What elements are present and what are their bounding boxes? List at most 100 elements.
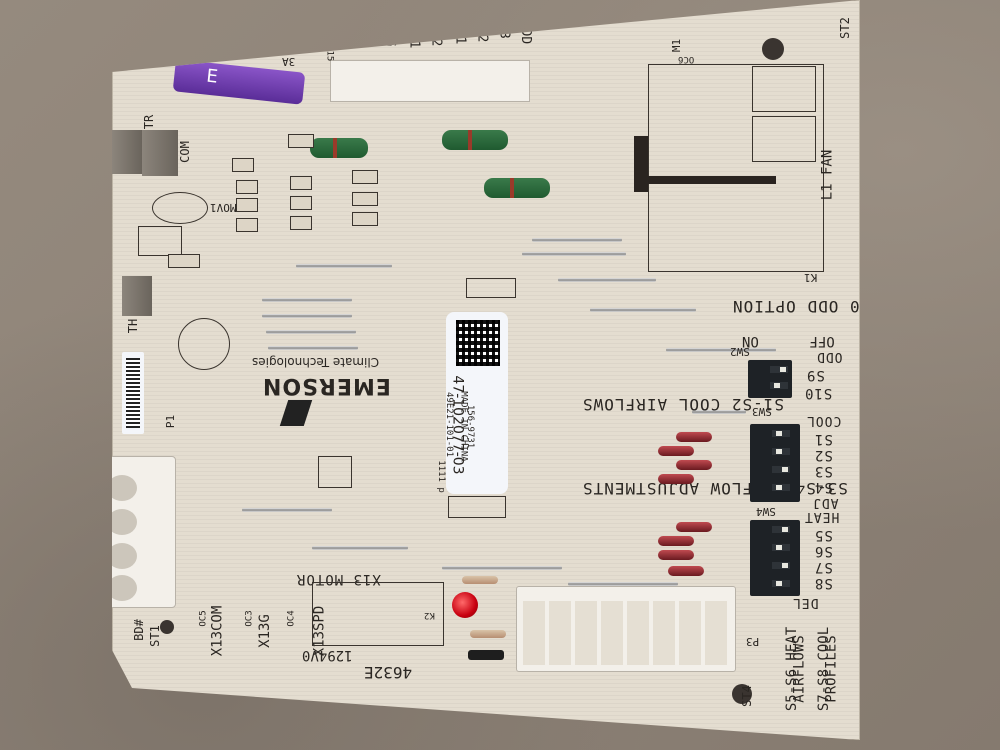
com-label: COM xyxy=(177,141,192,163)
mounting-hole xyxy=(762,38,784,60)
terminal-label-y1: Y1 xyxy=(452,28,468,45)
diode-cr3 xyxy=(168,254,200,268)
com-spade-terminal[interactable] xyxy=(142,130,178,176)
jumper-w18 xyxy=(296,264,392,268)
oc3-label: OC3 xyxy=(244,610,255,627)
resistor-r6 xyxy=(290,176,312,190)
heat-cool-profiles-title: S5-S6 HEAT AIRFLOWS S7-S8 COOL PROFILES xyxy=(784,626,840,712)
diode-cr12 xyxy=(468,650,504,660)
relay-k1-pad-lower xyxy=(752,116,816,162)
jumper-w13 xyxy=(266,330,356,334)
resistor-r5 xyxy=(310,138,368,158)
jumper-w1 xyxy=(242,508,332,512)
terminal-label-r: R xyxy=(338,38,354,47)
s5-label: S5 xyxy=(814,527,833,543)
dip-switch-heat[interactable] xyxy=(750,520,800,596)
diode-cr1 xyxy=(352,192,378,206)
relay-k1-outline xyxy=(648,64,824,272)
relay-k1-pad-upper xyxy=(752,66,816,112)
s6-label: S6 xyxy=(814,543,833,559)
resistor-r7 xyxy=(236,180,258,194)
terminal-label-y2: Y2 xyxy=(474,26,490,43)
del-label: DEL xyxy=(792,595,819,610)
l1-fan-label: L1 FAN xyxy=(819,149,836,201)
motor-power-connector[interactable] xyxy=(112,456,176,608)
dip-toggle-s1[interactable] xyxy=(772,430,790,437)
jumper-w11 xyxy=(532,238,622,242)
k2-label: K2 xyxy=(424,610,435,620)
resistor-r2 xyxy=(290,196,312,210)
heat-side-label: HEAT xyxy=(804,509,840,524)
mounting-hole xyxy=(732,684,752,704)
circuit-board: E 3A OC15 R C G W1 W2 Y1 Y2 B ODD TR COM… xyxy=(112,0,860,740)
dip-toggle-s8[interactable] xyxy=(772,580,790,587)
s1-label: S1 xyxy=(814,431,833,447)
resistor-r22 xyxy=(236,218,258,232)
s9-label: S9 xyxy=(806,367,825,383)
barcode xyxy=(126,358,140,428)
mounting-hole xyxy=(160,620,174,634)
jumper-w5 xyxy=(442,566,562,570)
pcb-code-label: 4632E xyxy=(364,663,413,682)
dip-switch-sw2[interactable] xyxy=(748,360,792,398)
dip-toggle-s2[interactable] xyxy=(772,448,790,455)
mov1-label: MOV1 xyxy=(210,201,237,214)
jumper-w8 xyxy=(522,252,626,256)
jumper-w17 xyxy=(568,582,678,586)
dip-toggle-s3[interactable] xyxy=(772,466,790,473)
s8-label: S8 xyxy=(814,575,833,591)
resistor-r24 xyxy=(484,178,550,198)
airflow-adjustments-title: S3-S4 AIRFLOW ADJUSTMENTS xyxy=(582,479,848,498)
capacitor-c2-outline xyxy=(178,318,230,370)
jumper-w9 xyxy=(262,314,352,318)
s10-label: S10 xyxy=(804,385,833,401)
dip-switch-sw4[interactable] xyxy=(750,424,800,502)
p5-connector xyxy=(448,496,506,518)
dip-toggle-s9[interactable] xyxy=(770,366,788,373)
terminal-label-w1: W1 xyxy=(406,32,422,49)
th-spade-terminal[interactable] xyxy=(122,276,152,316)
tr-spade-terminal[interactable] xyxy=(112,130,142,174)
terminal-label-b: B xyxy=(496,30,512,39)
dip-toggle-s7[interactable] xyxy=(772,562,790,569)
qr-code xyxy=(456,320,500,366)
main-16-pin-connector[interactable] xyxy=(516,586,736,672)
oc6-label: OC6 xyxy=(678,54,695,64)
dip-toggle-s4[interactable] xyxy=(772,484,790,491)
jumper-w3 xyxy=(312,546,408,550)
diode-cr20 xyxy=(668,566,704,576)
terminal-label-odd: ODD xyxy=(518,20,534,45)
x13g-label: X13G xyxy=(256,614,273,648)
jumper-w7 xyxy=(666,348,776,352)
dip-toggle-s6[interactable] xyxy=(772,544,790,551)
pushbutton-sw1[interactable] xyxy=(318,456,352,488)
x13com-label: X13COM xyxy=(209,605,226,657)
jumper-w12 xyxy=(268,346,358,350)
revision-label: 1294V0 xyxy=(302,647,353,663)
diode-cr13 xyxy=(676,432,712,442)
resistor-r3 xyxy=(236,198,258,212)
dip-toggle-s5[interactable] xyxy=(772,526,790,533)
capacitor-c1-outline xyxy=(138,226,182,256)
st1-label: ST1 xyxy=(147,625,162,647)
side-barcode-label xyxy=(122,352,144,434)
board-code: 49E21-101-01 xyxy=(444,391,455,458)
diode-cr15 xyxy=(676,460,712,470)
resistor-r21 xyxy=(290,216,312,230)
diode-cr9 xyxy=(352,212,378,226)
diode-cr14 xyxy=(658,446,694,456)
jumper-w10 xyxy=(262,298,352,302)
sw2-designator: SW2 xyxy=(730,345,750,358)
m1-label: M1 xyxy=(670,38,684,53)
diode-cr16 xyxy=(658,474,694,484)
k1-label: K1 xyxy=(804,271,818,284)
emerson-logo-icon xyxy=(279,400,313,426)
dip-toggle-s10[interactable] xyxy=(770,382,788,389)
terminal-label-w2: W2 xyxy=(428,30,444,47)
st2-label: ST2 xyxy=(837,17,852,39)
pcb-slot xyxy=(642,176,776,184)
thermostat-terminal-block[interactable] xyxy=(330,60,530,102)
tr-label: TR xyxy=(142,114,157,130)
jumper-w20 xyxy=(558,278,656,282)
status-led xyxy=(452,592,478,618)
